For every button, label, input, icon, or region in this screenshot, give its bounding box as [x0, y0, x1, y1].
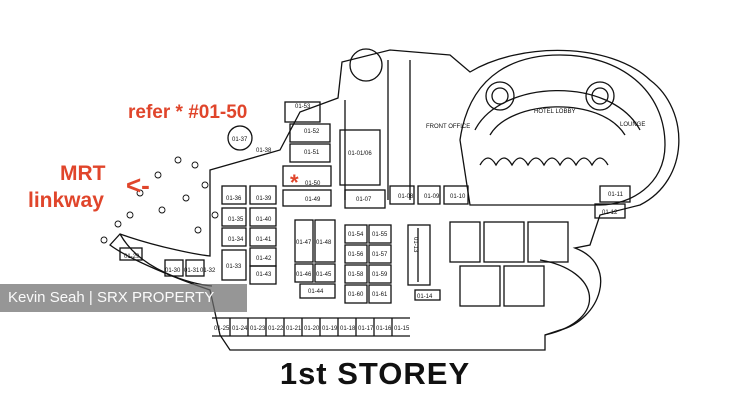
area-lounge: LOUNGE — [620, 122, 645, 128]
unit-label: 01-22 — [268, 326, 284, 332]
unit-label: 01-18 — [340, 326, 356, 332]
lobby-inner-arc — [489, 106, 626, 136]
unit-label: 01-51 — [304, 150, 320, 156]
unit-label: 01-37 — [232, 137, 248, 143]
unit-label: 01-52 — [304, 129, 320, 135]
linkway-label: linkway — [28, 189, 104, 212]
area-front-office: FRONT OFFICE — [426, 124, 470, 130]
unit-label: 01-08 — [398, 194, 414, 200]
unit-label: 01-24 — [232, 326, 248, 332]
rosette-left — [485, 81, 515, 111]
unit-label: 01-47 — [296, 240, 312, 246]
unit-label: 01-55 — [372, 232, 388, 238]
unit-label: 01-10 — [450, 194, 466, 200]
unit-label: 01-17 — [358, 326, 374, 332]
unit-label: 01-57 — [372, 252, 388, 258]
unit-label: 01-21 — [286, 326, 302, 332]
unit-label: 01-15 — [394, 326, 410, 332]
arrow-left-icon: <- — [126, 170, 150, 200]
unit-label: 01-16 — [376, 326, 392, 332]
unit-label: 01-07 — [356, 197, 372, 203]
lobby-scallops — [479, 157, 609, 167]
unit-label: 01-48 — [316, 240, 332, 246]
unit-label: 01-12 — [602, 210, 618, 216]
unit-label: 01-59 — [372, 272, 388, 278]
unit-label: 01-61 — [372, 292, 388, 298]
unit-label: 01-29 — [124, 254, 140, 260]
unit-label: 01-19 — [322, 326, 338, 332]
unit-label: 01-40 — [256, 217, 272, 223]
unit-label: 01-25 — [214, 326, 230, 332]
unit-label: 01-39 — [256, 196, 272, 202]
round-tower — [349, 48, 383, 82]
unit-label: 01-32 — [200, 268, 216, 274]
building-outline — [109, 49, 680, 351]
unit-label: 01-23 — [250, 326, 266, 332]
hotel-lobby-outline — [459, 54, 666, 206]
lobby-arc — [474, 89, 641, 131]
floor-title: 1st STOREY — [279, 356, 471, 391]
unit-label: 01-31 — [184, 268, 200, 274]
unit-label: 01-36 — [226, 196, 242, 202]
unit-label: 01-43 — [256, 272, 272, 278]
unit-label: 01-35 — [228, 217, 244, 223]
unit-label: 01-42 — [256, 256, 272, 262]
unit-label: 01-60 — [348, 292, 364, 298]
unit-label: 01-56 — [348, 252, 364, 258]
unit-label: 01-01/06 — [348, 151, 372, 157]
unit-label: 01-38 — [256, 148, 272, 154]
unit-label: 01-20 — [304, 326, 320, 332]
unit-label: 01-41 — [256, 237, 272, 243]
unit-label: 01-58 — [348, 272, 364, 278]
unit-label: 01-45 — [316, 272, 332, 278]
refer-note: refer * #01-50 — [128, 102, 247, 123]
unit-label: 01-11 — [608, 192, 624, 198]
unit-label: 01-50 — [305, 181, 321, 187]
left-round-room — [227, 125, 253, 151]
unit-label: 01-53 — [295, 104, 311, 110]
unit-label: 01-14 — [417, 294, 433, 300]
unit-label: 01-13 — [412, 237, 418, 253]
watermark-banner: Kevin Seah | SRX PROPERTY — [0, 284, 247, 312]
unit-label: 01-46 — [296, 272, 312, 278]
unit-label: 01-44 — [308, 289, 324, 295]
unit-label: 01-49 — [305, 197, 321, 203]
mrt-label: MRT — [60, 162, 106, 185]
unit-label: 01-54 — [348, 232, 364, 238]
rosette-right — [585, 81, 615, 111]
unit-label: 01-34 — [228, 237, 244, 243]
area-hotel-lobby: HOTEL LOBBY — [534, 109, 575, 115]
unit-label: 01-09 — [424, 194, 440, 200]
unit-label: 01-30 — [165, 268, 181, 274]
unit-label: 01-33 — [226, 264, 242, 270]
asterisk-marker: * — [290, 170, 299, 195]
column-dots — [100, 156, 219, 244]
